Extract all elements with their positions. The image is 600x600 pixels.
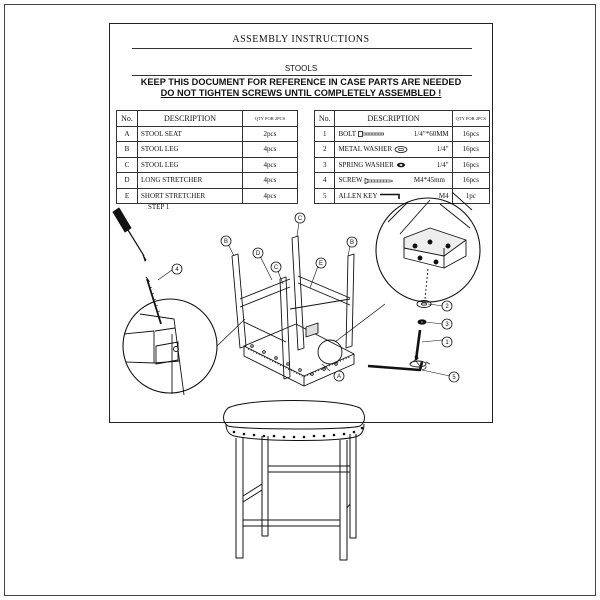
callout-2-marker bbox=[441, 300, 453, 312]
hardware-name: BOLT bbox=[338, 129, 356, 138]
callout-2: 2 bbox=[445, 304, 449, 310]
label-e-marker bbox=[315, 257, 327, 269]
callout-1-marker bbox=[441, 336, 453, 348]
hardware-name: ALLEN KEY bbox=[338, 191, 378, 200]
warning-keep-document: KEEP THIS DOCUMENT FOR REFERENCE IN CASE… bbox=[140, 77, 462, 87]
document-title: ASSEMBLY INSTRUCTIONS bbox=[232, 34, 370, 45]
part-label-c-top: C bbox=[298, 216, 303, 222]
part-label-a: A bbox=[337, 374, 341, 380]
callout-1: 1 bbox=[445, 340, 449, 346]
metal-washer-icon bbox=[394, 146, 408, 154]
label-d-marker bbox=[252, 247, 264, 259]
screwdriver-icon bbox=[112, 207, 147, 262]
callout-4-marker bbox=[171, 263, 183, 275]
assembly-diagram: 4 2 3 1 5 B D C C E B A bbox=[112, 191, 481, 396]
callout-5: 5 bbox=[452, 375, 456, 381]
part-label-b-right: B bbox=[350, 240, 354, 246]
part-label-b: B bbox=[224, 239, 228, 245]
label-a-marker bbox=[333, 370, 345, 382]
table-row: 1 BOLT 1/4"*60MM 16pcs bbox=[313, 125, 491, 142]
title-rule bbox=[132, 48, 472, 49]
part-label-c: C bbox=[274, 265, 279, 271]
hardware-table: No. DESCRIPTION QTY FOR 2PCS 1 BOLT 1/4"… bbox=[313, 110, 491, 204]
table-row: 4 SCREW M4*45mm 16pcs bbox=[313, 172, 491, 189]
spring-washer-icon bbox=[396, 162, 405, 168]
label-b2-marker bbox=[346, 236, 358, 248]
leader-line bbox=[216, 318, 246, 347]
cell-no: E bbox=[116, 187, 138, 204]
leader-line bbox=[334, 303, 386, 343]
label-c-marker bbox=[270, 261, 282, 273]
table-row: 2 METAL WASHER 1/4" 16pcs bbox=[313, 141, 491, 158]
cell-description: ALLEN KEY bbox=[334, 187, 411, 204]
cell-no: D bbox=[116, 172, 138, 189]
stool-frame-upside-down bbox=[231, 235, 355, 387]
warning-do-not-tighten: DO NOT TIGHTEN SCREWS UNTIL COMPLETELY A… bbox=[160, 88, 442, 98]
allen-key-icon bbox=[380, 193, 400, 199]
label-c2-marker bbox=[294, 212, 306, 224]
hardware-table-header: No. DESCRIPTION QTY FOR 2PCS bbox=[313, 110, 491, 127]
screw-icon bbox=[364, 177, 394, 184]
detail-circle-bracket bbox=[375, 191, 481, 303]
table-row: B STOOL LEG 4pcs bbox=[116, 141, 299, 158]
table-row: E SHORT STRETCHER 4pcs bbox=[116, 187, 299, 204]
hardware-name: SCREW bbox=[338, 176, 363, 185]
step-label: STEP 1 bbox=[148, 203, 170, 211]
label-b-marker bbox=[220, 235, 232, 247]
callout-3: 3 bbox=[445, 322, 449, 328]
cell-no: A bbox=[116, 125, 138, 142]
callout-3-marker bbox=[441, 318, 453, 330]
exploded-hardware bbox=[409, 300, 432, 371]
subtitle-rule bbox=[132, 75, 472, 76]
parts-table-header: No. DESCRIPTION QTY FOR 2PCS bbox=[116, 110, 299, 127]
cell-no: 5 bbox=[313, 187, 336, 204]
part-label-e: E bbox=[319, 261, 323, 267]
allen-key-icon bbox=[367, 361, 424, 372]
parts-table: No. DESCRIPTION QTY FOR 2PCS A STOOL SEA… bbox=[116, 110, 299, 204]
instruction-sheet: ASSEMBLY INSTRUCTIONS STOOLS KEEP THIS D… bbox=[109, 23, 493, 423]
bolt-icon bbox=[357, 131, 384, 138]
cell-qty: 4pcs bbox=[241, 187, 299, 204]
cell-no: 1 bbox=[313, 125, 336, 142]
hardware-name: METAL WASHER bbox=[338, 145, 393, 154]
callout-5-marker bbox=[448, 371, 460, 383]
hardware-name: SPRING WASHER bbox=[338, 160, 394, 169]
part-label-d: D bbox=[256, 251, 261, 257]
document-subtitle: STOOLS bbox=[284, 64, 318, 73]
cell-no: C bbox=[116, 156, 138, 173]
callout-4: 4 bbox=[175, 267, 179, 273]
cell-description: SPRING WASHER bbox=[334, 156, 411, 173]
